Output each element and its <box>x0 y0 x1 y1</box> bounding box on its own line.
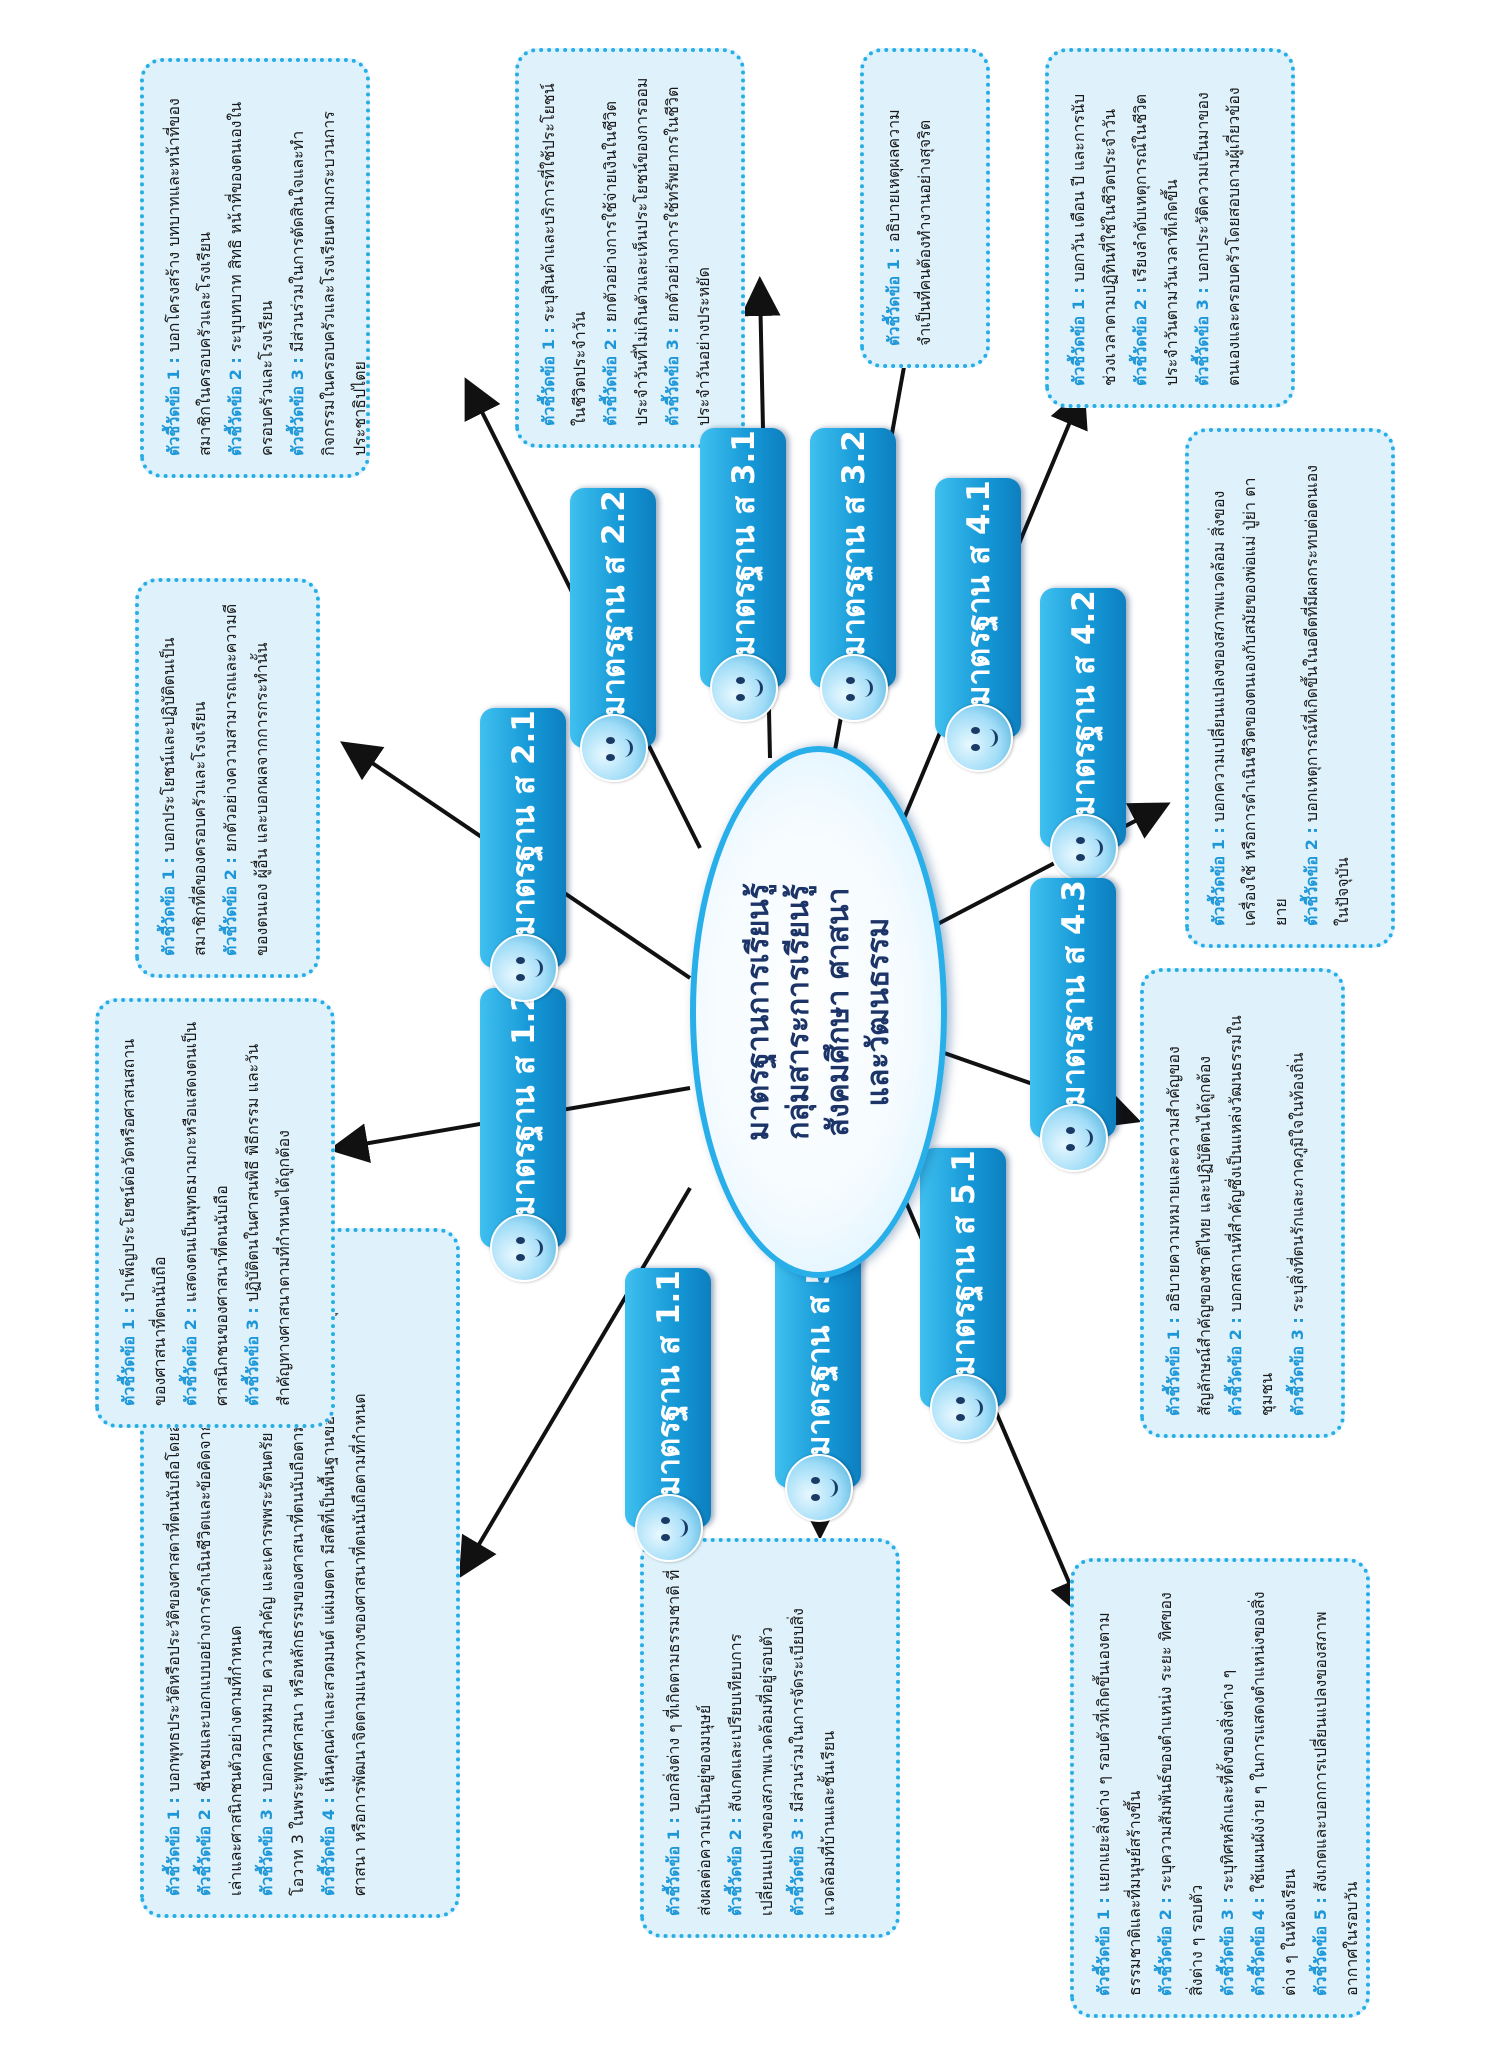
standard-label: มาตรฐาน ส 3.2 <box>836 430 872 656</box>
indicator-text: ระบุสิ่งที่ตนรักและภาคภูมิใจในท้องถิ่น <box>1288 1052 1307 1313</box>
standard-s4-1: มาตรฐาน ส 4.1 <box>935 478 1021 772</box>
indicator-label: ตัวชี้วัดข้อ 1 : <box>539 327 558 426</box>
standard-label: มาตรฐาน ส 2.1 <box>506 710 542 936</box>
indicator-label: ตัวชี้วัดข้อ 1 : <box>1164 1317 1183 1416</box>
indicator-label: ตัวชี้วัดข้อ 2 : <box>226 357 245 456</box>
standard-s2-2: มาตรฐาน ส 2.2 <box>570 488 656 782</box>
indicator-label: ตัวชี้วัดข้อ 2 : <box>181 1307 200 1406</box>
indicator-label: ตัวชี้วัดข้อ 1 : <box>1069 287 1088 386</box>
central-title-line-3: สังคมศึกษา ศาสนา <box>820 887 856 1137</box>
indicator-label: ตัวชี้วัดข้อ 5 : <box>1311 1897 1330 1996</box>
standard-s4-2: มาตรฐาน ส 4.2 <box>1040 588 1126 882</box>
indicator-label: ตัวชี้วัดข้อ 2 : <box>1226 1317 1245 1416</box>
indicator-label: ตัวชี้วัดข้อ 1 : <box>884 247 903 346</box>
mascot-face-icon <box>1050 814 1118 882</box>
mascot-face-icon <box>930 1374 998 1442</box>
indicator-label: ตัวชี้วัดข้อ 2 : <box>1156 1897 1175 1996</box>
indicator-text: บอกพุทธประวัติหรือประวัติของศาสดาที่ตนนั… <box>164 1388 183 1793</box>
standard-label: มาตรฐาน ส 4.1 <box>961 480 997 706</box>
indicator-label: ตัวชี้วัดข้อ 3 : <box>788 1817 807 1916</box>
mascot-face-icon <box>820 654 888 722</box>
indicator-label: ตัวชี้วัดข้อ 3 : <box>288 357 307 456</box>
central-title-line-2: กลุ่มสาระการเรียนรู้ <box>780 884 816 1140</box>
indicator-box-s5-2: ตัวชี้วัดข้อ 1 : บอกสิ่งต่าง ๆ ที่เกิดตา… <box>640 1538 900 1938</box>
standard-s5-1: มาตรฐาน ส 5.1 <box>920 1148 1006 1442</box>
indicator-label: ตัวชี้วัดข้อ 2 : <box>221 857 240 956</box>
indicator-label: ตัวชี้วัดข้อ 1 : <box>664 1817 683 1916</box>
indicator-label: ตัวชี้วัดข้อ 3 : <box>663 327 682 426</box>
indicator-label: ตัวชี้วัดข้อ 3 : <box>257 1797 276 1896</box>
indicator-label: ตัวชี้วัดข้อ 2 : <box>195 1797 214 1896</box>
standard-s3-2: มาตรฐาน ส 3.2 <box>810 428 896 722</box>
standard-s3-1: มาตรฐาน ส 3.1 <box>700 428 786 722</box>
central-topic: มาตรฐานการเรียนรู้ กลุ่มสาระการเรียนรู้ … <box>690 746 947 1278</box>
mascot-face-icon <box>785 1454 853 1522</box>
indicator-label: ตัวชี้วัดข้อ 2 : <box>601 327 620 426</box>
indicator-label: ตัวชี้วัดข้อ 2 : <box>726 1817 745 1916</box>
indicator-label: ตัวชี้วัดข้อ 3 : <box>1193 287 1212 386</box>
indicator-box-s4-2: ตัวชี้วัดข้อ 1 : บอกความเปลี่ยนแปลงของสภ… <box>1185 428 1395 948</box>
indicator-box-s3-1: ตัวชี้วัดข้อ 1 : ระบุสินค้าและบริการที่ใ… <box>515 48 745 448</box>
indicator-box-s4-3: ตัวชี้วัดข้อ 1 : อธิบายความหมายและความสำ… <box>1140 968 1345 1438</box>
indicator-box-s1-2: ตัวชี้วัดข้อ 1 : บำเพ็ญประโยชน์ต่อวัดหรื… <box>95 998 335 1428</box>
indicator-label: ตัวชี้วัดข้อ 1 : <box>119 1307 138 1406</box>
standard-s1-1: มาตรฐาน ส 1.1 <box>625 1268 711 1562</box>
indicator-box-s2-2: ตัวชี้วัดข้อ 1 : บอกโครงสร้าง บทบาทและหน… <box>140 58 370 478</box>
indicator-label: ตัวชี้วัดข้อ 3 : <box>1288 1317 1307 1416</box>
standard-label: มาตรฐาน ส 5.1 <box>946 1150 982 1376</box>
mascot-face-icon <box>710 654 778 722</box>
indicator-label: ตัวชี้วัดข้อ 1 : <box>164 357 183 456</box>
mascot-face-icon <box>1040 1104 1108 1172</box>
standard-label: มาตรฐาน ส 1.1 <box>651 1270 687 1496</box>
mascot-face-icon <box>490 934 558 1002</box>
indicator-box-s5-1: ตัวชี้วัดข้อ 1 : แยกแยะสิ่งต่าง ๆ รอบตัว… <box>1070 1558 1370 2018</box>
standard-label: มาตรฐาน ส 2.2 <box>596 490 632 716</box>
indicator-label: ตัวชี้วัดข้อ 3 : <box>243 1307 262 1406</box>
standard-s4-3: มาตรฐาน ส 4.3 <box>1030 878 1116 1172</box>
standard-label: มาตรฐาน ส 3.1 <box>726 430 762 656</box>
indicator-box-s2-1: ตัวชี้วัดข้อ 1 : บอกประโยชน์และปฏิบัติตน… <box>135 578 320 978</box>
mascot-face-icon <box>580 714 648 782</box>
mascot-face-icon <box>490 1214 558 1282</box>
indicator-box-s4-1: ตัวชี้วัดข้อ 1 : บอกวัน เดือน ปี และการน… <box>1045 48 1295 408</box>
indicator-label: ตัวชี้วัดข้อ 2 : <box>1131 287 1150 386</box>
mascot-face-icon <box>945 704 1013 772</box>
indicator-label: ตัวชี้วัดข้อ 1 : <box>164 1797 183 1896</box>
standard-label: มาตรฐาน ส 4.2 <box>1066 590 1102 816</box>
indicator-label: ตัวชี้วัดข้อ 1 : <box>159 857 178 956</box>
central-title-line-1: มาตรฐานการเรียนรู้ <box>740 883 776 1141</box>
indicator-label: ตัวชี้วัดข้อ 1 : <box>1094 1897 1113 1996</box>
central-title-line-4: และวัฒนธรรม <box>860 917 896 1107</box>
standard-label: มาตรฐาน ส 1.2 <box>506 990 542 1216</box>
indicator-label: ตัวชี้วัดข้อ 2 : <box>1302 827 1321 926</box>
indicator-text: ระบุทิศหลักและที่ตั้งของสิ่งต่าง ๆ <box>1218 1669 1237 1893</box>
indicator-label: ตัวชี้วัดข้อ 3 : <box>1218 1897 1237 1996</box>
standard-s2-1: มาตรฐาน ส 2.1 <box>480 708 566 1002</box>
indicator-label: ตัวชี้วัดข้อ 4 : <box>1249 1897 1268 1996</box>
standard-s1-2: มาตรฐาน ส 1.2 <box>480 988 566 1282</box>
indicator-box-s3-2: ตัวชี้วัดข้อ 1 : อธิบายเหตุผลความจำเป็นท… <box>860 48 990 368</box>
indicator-label: ตัวชี้วัดข้อ 4 : <box>319 1797 338 1896</box>
arrow-s1-1 <box>458 1186 692 1579</box>
mascot-face-icon <box>635 1494 703 1562</box>
standard-label: มาตรฐาน ส 4.3 <box>1056 880 1092 1106</box>
indicator-label: ตัวชี้วัดข้อ 1 : <box>1209 827 1228 926</box>
